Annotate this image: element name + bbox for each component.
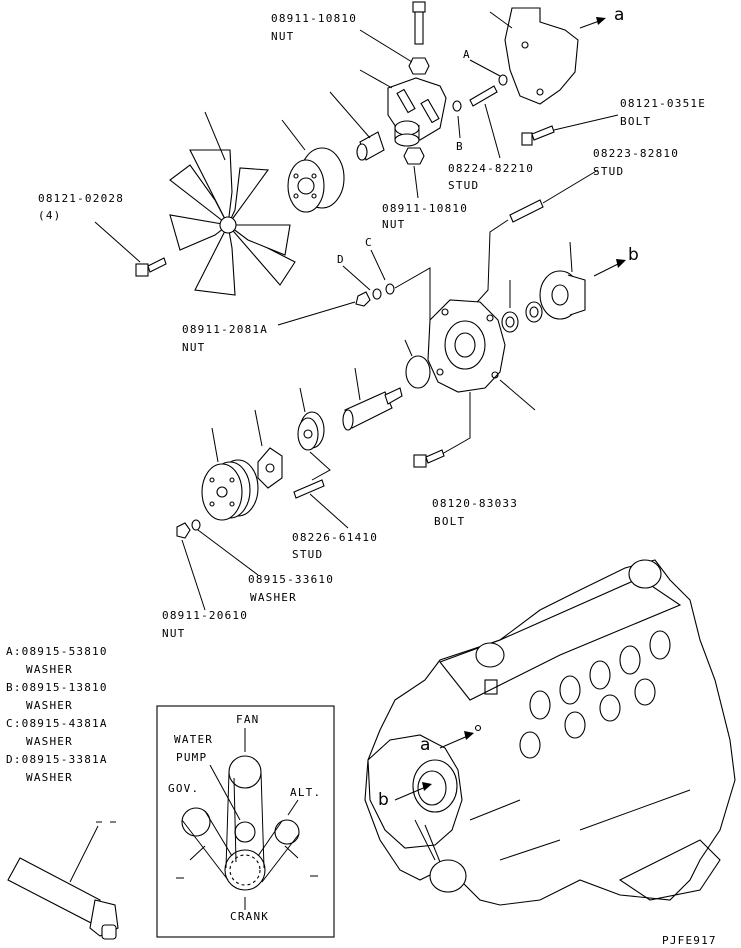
letter-D: D [337,253,345,266]
washer-legend: A:08915-53810 WASHER B:08915-13810 WASHE… [6,645,108,784]
small-flange [254,409,283,489]
callout-bolt-bracket-part: 08121-0351E [620,97,706,110]
belt-label-pump: PUMP [176,751,207,764]
letter-a-engine: a [420,735,430,755]
callout-bolt-bracket-name: BOLT [620,115,651,128]
callout-nut-mid-part: 08911-10810 [382,202,468,215]
arrow-b-top [593,259,626,277]
legend-name-d: WASHER [26,771,73,784]
legend-code-d: D:08915-3381A [6,753,108,766]
belt-label-water: WATER [174,733,213,746]
callout-nut-low-part: 08911-20610 [162,609,248,622]
thermostat [329,91,385,161]
arrow-b-engine [394,782,432,801]
callout-stud-right-part: 08223-82810 [593,147,679,160]
water-pump [427,299,536,411]
callout-bolt-fan-part: 08121-02028 [38,192,124,205]
bolt-08121-0351E [521,125,555,146]
callout-stud-top-part: 08224-82210 [448,162,534,175]
letter-b-top: b [628,245,639,265]
seal-rings [501,280,543,333]
belt-label-alt: ALT. [290,786,321,799]
letter-a-top: a [614,5,624,25]
stud-08226-61410 [293,479,325,499]
letter-b-engine: b [378,790,389,810]
bolt-08121-02028 [135,257,167,277]
fan-spacer [281,119,345,213]
letter-B: B [456,140,464,153]
belt-label-fan: FAN [236,713,259,726]
gasket [405,355,431,389]
belt-diagram: FAN WATER PUMP GOV. ALT. CRANK [156,705,335,938]
pump-flange [539,241,586,320]
callout-stud-right-name: STUD [593,165,624,178]
callout-washer-low-name: WASHER [250,591,297,604]
arrow-a-top [579,17,606,29]
callout-nut-a-part: 08911-2081A [182,323,268,336]
figure-code: PJFE917 [662,934,717,947]
legend-name-b: WASHER [26,699,73,712]
nut-08911-10810-mid [403,147,425,165]
letter-C: C [365,236,373,249]
letter-A: A [463,48,471,61]
pulley [201,427,259,521]
bolt-08120-83033 [413,449,445,468]
callout-stud-top-name: STUD [448,179,479,192]
callout-bolt-pump-part: 08120-83033 [432,497,518,510]
stud-08224-82210 [469,85,498,107]
thermostat-housing [359,69,447,147]
belt-label-gov: GOV. [168,782,199,795]
nut-08911-20610 [176,522,191,539]
engine-block [364,559,736,906]
callout-stud-low-part: 08226-61410 [292,531,378,544]
legend-code-b: B:08915-13810 [6,681,108,694]
callout-bolt-pump-name: BOLT [434,515,465,528]
callout-nut-top-name: NUT [271,30,294,43]
fan [169,111,296,296]
belt-label-crank: CRANK [230,910,269,923]
top-bolt [412,1,426,45]
sealant-tube [7,821,119,940]
pump-shaft [342,367,403,431]
legend-name-a: WASHER [26,663,73,676]
callout-washer-low-part: 08915-33610 [248,573,334,586]
callout-bolt-fan-qty: (4) [38,209,61,222]
callout-stud-low-name: STUD [292,548,323,561]
callout-nut-a-name: NUT [182,341,205,354]
bracket [489,7,579,105]
legend-code-a: A:08915-53810 [6,645,108,658]
callout-nut-mid-name: NUT [382,218,405,231]
legend-code-c: C:08915-4381A [6,717,108,730]
washer-08915-33610 [191,519,201,531]
arrow-a-engine [439,724,482,749]
callout-nut-top-part: 08911-10810 [271,12,357,25]
legend-name-c: WASHER [26,735,73,748]
stud-08223-82810 [509,199,544,223]
nut-08911-10810-top [408,57,430,75]
pump-hub [297,387,331,481]
callout-nut-low-name: NUT [162,627,185,640]
